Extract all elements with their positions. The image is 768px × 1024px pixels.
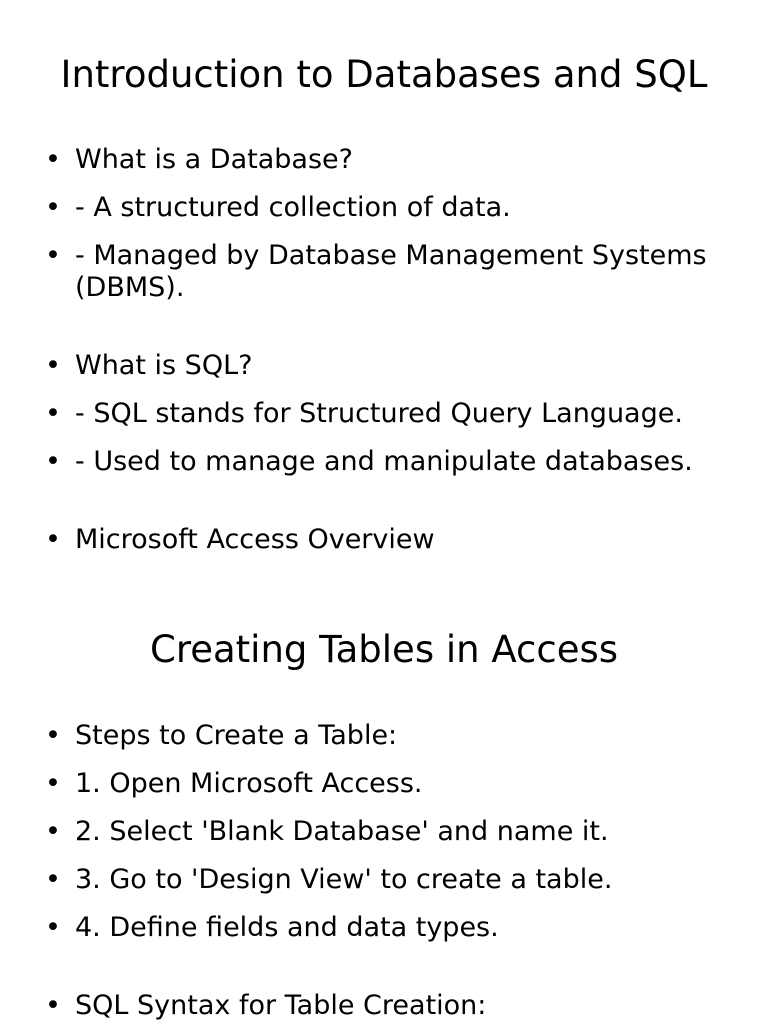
bullet-text: 1. Open Microsoft Access. <box>75 768 423 799</box>
bullet-item: What is SQL? <box>40 350 730 382</box>
bullet-icon <box>45 398 61 430</box>
bullet-text: What is a Database? <box>75 144 353 175</box>
bullet-list: Steps to Create a Table: 1. Open Microso… <box>40 720 730 1024</box>
bullet-item: - Managed by Database Management Systems… <box>40 240 730 304</box>
slide-introduction: Introduction to Databases and SQL What i… <box>0 0 768 584</box>
bullet-text: 3. Go to 'Design View' to create a table… <box>75 864 613 895</box>
slide-title: Introduction to Databases and SQL <box>60 53 708 96</box>
bullet-text: 4. Define fields and data types. <box>75 912 499 943</box>
slide-creating-tables: Creating Tables in Access Steps to Creat… <box>0 584 768 1024</box>
bullet-icon <box>45 864 61 896</box>
bullet-item: - SQL stands for Structured Query Langua… <box>40 398 730 430</box>
bullet-item: 2. Select 'Blank Database' and name it. <box>40 816 730 848</box>
bullet-text: - Managed by Database Management Systems… <box>75 240 707 303</box>
bullet-item: Microsoft Access Overview <box>40 524 730 556</box>
bullet-icon <box>45 990 61 1022</box>
bullet-icon <box>45 192 61 224</box>
bullet-text: Steps to Create a Table: <box>75 720 398 751</box>
bullet-item: 4. Define fields and data types. <box>40 912 730 944</box>
bullet-icon <box>45 912 61 944</box>
bullet-text: What is SQL? <box>75 350 253 381</box>
bullet-icon <box>45 768 61 800</box>
slide-title: Creating Tables in Access <box>149 628 619 671</box>
bullet-item: Steps to Create a Table: <box>40 720 730 752</box>
bullet-text: - SQL stands for Structured Query Langua… <box>75 398 683 429</box>
bullet-text: - Used to manage and manipulate database… <box>75 446 693 477</box>
bullet-text: Microsoft Access Overview <box>75 524 435 555</box>
bullet-text: SQL Syntax for Table Creation: <box>75 990 487 1021</box>
bullet-item: SQL Syntax for Table Creation: <box>40 990 730 1022</box>
bullet-icon <box>45 816 61 848</box>
bullet-text: 2. Select 'Blank Database' and name it. <box>75 816 609 847</box>
bullet-item: 1. Open Microsoft Access. <box>40 768 730 800</box>
bullet-item: - Used to manage and manipulate database… <box>40 446 730 478</box>
bullet-list: What is a Database? - A structured colle… <box>40 144 730 572</box>
bullet-icon <box>45 144 61 176</box>
bullet-item: - A structured collection of data. <box>40 192 730 224</box>
bullet-icon <box>45 240 61 272</box>
bullet-icon <box>45 720 61 752</box>
bullet-item: 3. Go to 'Design View' to create a table… <box>40 864 730 896</box>
bullet-icon <box>45 350 61 382</box>
bullet-icon <box>45 524 61 556</box>
bullet-item: What is a Database? <box>40 144 730 176</box>
bullet-text: - A structured collection of data. <box>75 192 511 223</box>
bullet-icon <box>45 446 61 478</box>
